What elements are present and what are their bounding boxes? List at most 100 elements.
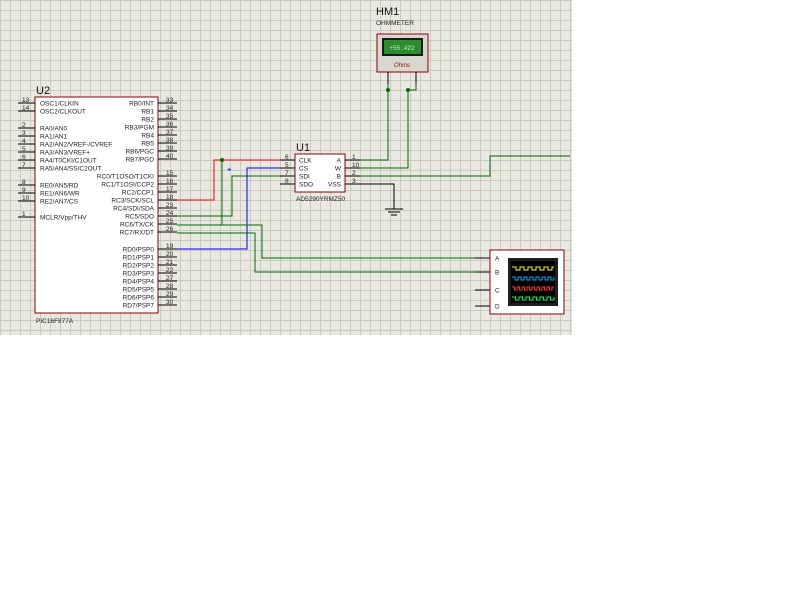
u2-pin-label: RB7/PGD [125,157,154,164]
u2-pin-number: 18 [166,194,174,201]
u2-pin-label: RB4 [141,133,154,140]
u2-pin-label: RD6/PSP6 [123,295,155,302]
u2-ref: U2 [36,85,50,97]
u2-pin-label: RA1/AN1 [40,134,67,141]
u2-pin-number: 19 [166,243,174,250]
u1-part: AD5290YRMZ50 [296,196,346,203]
u2-pin-number: 2 [22,122,26,129]
u2-pin-number: 35 [166,113,174,120]
u2-pin-number: 39 [166,145,174,152]
u2-pin-number: 8 [22,179,26,186]
u2-pin-label: RB5 [141,141,154,148]
u2-pin-label: OSC1/CLKIN [40,101,79,108]
ohmmeter-unit: Ohms [394,63,410,69]
u2-pin-number: 20 [166,251,174,258]
u2-pin-label: RA5/AN4/SS/C2OUT [40,166,101,173]
scope-traces [512,266,555,301]
wire-sdi[interactable] [177,167,280,250]
wire-vss-gnd[interactable] [360,183,395,198]
scope-channel-label: C [495,288,500,295]
u1-pin-label: CLK [299,158,312,165]
u2-pin-label: RC7/RX/DT [120,230,154,237]
u2-pin-label: RB2 [141,117,154,124]
u2-pin-number: 28 [166,283,174,290]
u2-pin-number: 34 [166,105,174,112]
scope-trace [512,266,554,271]
u1-pin-number: 10 [352,162,360,169]
scope-channel-label: A [495,256,500,263]
u2-pin-number: 10 [22,195,30,202]
u2-pin-number: 14 [22,105,30,112]
u2-pin-label: RD5/PSP5 [123,287,155,294]
u2-pin-label: RD0/PSP0 [123,247,155,254]
u2-pin-label: RB1 [141,109,154,116]
u1-pin-label: B [337,174,341,181]
u2-pin-label: MCLR/Vpp/THV [40,215,87,222]
u2-pin-label: RD2/PSP2 [123,263,155,270]
u1-pin-number: 3 [352,178,356,185]
u2-body [34,96,159,314]
u2-pin-number: 38 [166,137,174,144]
u2-pin-number: 22 [166,267,174,274]
ohmmeter-hm1[interactable]: HM1 OHMMETER +55.422 Ohms [376,6,429,84]
u2-pin-number: 21 [166,259,174,266]
u2-pin-number: 36 [166,121,174,128]
junction-dot [220,158,224,162]
u2-pin-label: RA3/AN3/VREF+ [40,150,90,157]
wire-cs[interactable] [177,175,280,217]
u1-pin-label: SDI [299,174,310,181]
u2-pin-number: 17 [166,186,174,193]
u2-pin-number: 27 [166,275,174,282]
u2-pin-label: RD1/PSP1 [123,255,155,262]
wire-clk[interactable] [177,159,280,201]
u2-pin-number: 37 [166,129,174,136]
u2-pin-label: RE2/AN7/CS [40,199,79,206]
u2-pin-number: 26 [166,226,174,233]
u2-pin-label: RC3/SCK/SCL [111,198,154,205]
wire-a-to-meter[interactable] [360,84,389,161]
u2-pin-label: RC4/SDI/SDA [113,206,154,213]
u2-pin-label: OSC2/CLKOUT [40,109,86,116]
u2-pin-number: 33 [166,97,174,104]
wire-to-scope-a[interactable] [222,224,475,259]
u2-pin-label: RC1/T1OSI/CCP2 [101,182,154,189]
wire-b[interactable] [360,155,570,177]
u2-part: PIC16F877A [36,318,74,325]
u1-body [294,153,346,193]
u1-pin-label: CS [299,166,309,173]
u2-pin-label: RC5/SDO [125,214,154,221]
u2-pin-label: RA0/AN0 [40,126,67,133]
u2-pin-number: 15 [166,170,174,177]
wire-rc5-branch[interactable] [177,160,223,226]
u2-pin-label: RC6/TX/CK [120,222,155,229]
probe-marker-icon[interactable]: ⌖ [227,165,232,174]
u2-pin-number: 1 [22,211,26,218]
scope-trace [512,296,555,301]
u2-pin-label: RD7/PSP7 [123,303,155,310]
u1-pin-label: VSS [328,182,342,189]
u2-pin-label: RC2/CCP1 [122,190,155,197]
u1-pin-number: 1 [352,154,356,161]
scope-channel-label: D [495,304,500,311]
wire-to-scope-b[interactable] [177,232,475,273]
u1-pin-number: 5 [285,162,289,169]
u2-pin-number: 24 [166,210,174,217]
u2-pin-label: RB3/PGM [125,125,154,132]
ohmmeter-display [384,40,421,54]
u1-pin-number: 7 [285,170,289,177]
ground-symbol [385,198,403,216]
u1-pin-number: 6 [285,154,289,161]
u2-pin-label: RB6/PGC [125,149,154,156]
u2-pin-label: RB0/INT [129,101,154,108]
u1-ref: U1 [296,142,310,154]
u1-pin-label: W [335,166,342,173]
ohmmeter-name: OHMMETER [376,20,414,27]
u2-pin-number: 29 [166,291,174,298]
